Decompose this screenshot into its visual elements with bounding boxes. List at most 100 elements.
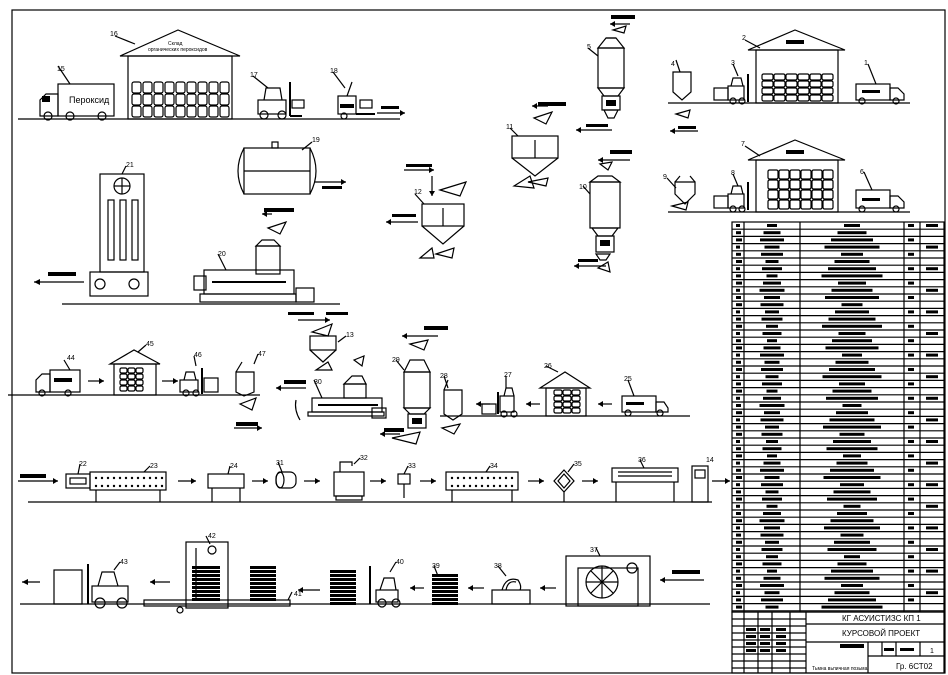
label-30: 30 <box>314 379 322 386</box>
label-5: 5 <box>587 44 591 51</box>
label-1: 1 <box>864 60 868 67</box>
label-8: 8 <box>731 170 735 177</box>
pallet-jack-18 <box>337 81 375 120</box>
label-23: 23 <box>150 463 158 470</box>
forklift-8 <box>713 182 749 213</box>
label-12: 12 <box>414 189 422 196</box>
warehouse-26 <box>537 371 593 417</box>
document-code: КГ АСУИСТИЗС КП 1 <box>842 614 921 623</box>
label-41: 41 <box>294 591 302 598</box>
cabinet-14 <box>691 465 709 503</box>
label-44: 44 <box>67 355 75 362</box>
table-24 <box>207 473 245 502</box>
bag-stack-2 <box>761 73 834 102</box>
label-2: 2 <box>742 35 746 42</box>
warehouse-title: Склад <box>168 41 183 47</box>
equipment-table <box>731 221 945 613</box>
bag-stack-7 <box>767 169 834 210</box>
label-9: 9 <box>663 174 667 181</box>
forklift-40 <box>369 566 401 608</box>
output-arrow-21 <box>34 272 84 285</box>
press-32 <box>333 461 365 501</box>
conveyor-rollers-34 <box>450 476 514 488</box>
truck-1 <box>855 83 905 105</box>
output-arrow-18 <box>377 106 405 116</box>
cutter-33 <box>397 473 411 498</box>
forklift-46 <box>179 368 219 397</box>
bag-stack-26 <box>553 389 581 414</box>
warehouse-45 <box>107 349 161 396</box>
warehouse-2 <box>747 29 846 104</box>
inspection-35 <box>553 469 575 502</box>
truck-6 <box>855 189 905 213</box>
label-32: 32 <box>360 455 368 462</box>
hopper-47 <box>235 361 255 397</box>
sheet-title: Тьмна вьпичная позьма <box>812 666 868 672</box>
label-28: 28 <box>440 373 448 380</box>
truck-15: Пероксид <box>39 83 115 121</box>
output-arrow-29 <box>380 428 404 437</box>
label-22: 22 <box>79 461 87 468</box>
pallet-wrapper-42 <box>143 541 291 614</box>
label-13: 13 <box>346 332 354 339</box>
top-input-arrow-10 <box>598 150 632 171</box>
output-arrow-47 <box>234 396 262 431</box>
title-block: КГ АСУИСТИЗС КП 1 КУРСОВОЙ ПРОЕКТ Тьмна … <box>731 611 945 674</box>
label-18: 18 <box>330 68 338 75</box>
label-21: 21 <box>126 162 134 169</box>
label-40: 40 <box>396 559 404 566</box>
label-25: 25 <box>624 376 632 383</box>
roll-stack-42b <box>250 566 276 601</box>
label-24: 24 <box>230 463 238 470</box>
label-42: 42 <box>208 533 216 540</box>
bag-stack-45 <box>119 367 144 392</box>
output-arrow-30 <box>276 380 306 391</box>
truck-44 <box>35 369 81 397</box>
label-19: 19 <box>312 137 320 144</box>
doser-12 <box>404 164 468 259</box>
forklift-17 <box>257 82 305 120</box>
roller-31 <box>275 471 297 489</box>
output-arrow-4 <box>670 109 698 134</box>
label-20: 20 <box>218 251 226 258</box>
conveyor-23 <box>89 471 167 502</box>
label-27: 27 <box>504 372 512 379</box>
label-33: 33 <box>408 463 416 470</box>
roll-stack-42 <box>192 566 220 601</box>
output-arrow-10 <box>574 259 611 273</box>
drawing-frame <box>11 9 946 674</box>
extruder-30 <box>294 355 387 421</box>
doser-13 <box>288 312 348 371</box>
label-16: 16 <box>110 31 118 38</box>
forklift-43 <box>53 564 129 609</box>
label-17: 17 <box>250 72 258 79</box>
label-46: 46 <box>194 352 202 359</box>
label-31: 31 <box>276 460 284 467</box>
label-15: 15 <box>57 66 65 73</box>
label-39: 39 <box>432 563 440 570</box>
output-arrow-5 <box>576 124 612 133</box>
label-35: 35 <box>574 461 582 468</box>
truck-cargo-text: Пероксид <box>69 95 110 105</box>
label-37: 37 <box>590 547 598 554</box>
conveyor-rollers-23 <box>94 476 164 488</box>
label-38: 38 <box>494 563 502 570</box>
silo-29 <box>391 359 432 445</box>
label-7: 7 <box>741 141 745 148</box>
tower-21 <box>89 173 149 297</box>
tank-19 <box>237 141 346 195</box>
label-26: 26 <box>544 363 552 370</box>
label-10: 10 <box>579 184 587 191</box>
group-code: Гр. 6СТ02 <box>896 662 933 671</box>
hopper-4 <box>672 59 692 101</box>
label-34: 34 <box>490 463 498 470</box>
extruder-20 <box>193 208 315 303</box>
label-47: 47 <box>258 351 266 358</box>
machine-22 <box>65 473 91 489</box>
top-input-arrow-5 <box>610 15 635 34</box>
warehouse-subtitle: органических пероксидов <box>148 47 208 53</box>
silo-10 <box>588 175 622 261</box>
unit-36 <box>611 467 679 502</box>
output-arrow-12 <box>386 214 418 225</box>
